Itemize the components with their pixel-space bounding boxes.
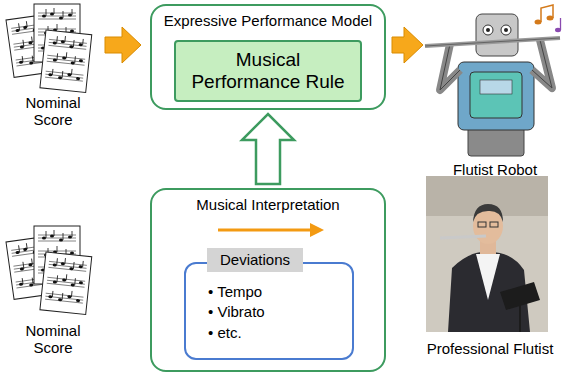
flow-arrow [105,27,141,63]
caption-label: Flutist Robot [428,161,562,178]
interpretation-arrow [218,223,324,237]
rule-box: Musical Performance Rule [174,40,362,102]
hollow-arrow [242,114,294,184]
caption-label: Professional Flutist [412,340,568,357]
deviations-tag: Deviations [207,248,303,272]
robot-illustration [425,5,561,156]
list-item: • Vibrato [208,302,342,322]
list-item: • Tempo [208,282,342,302]
flutist-photo [426,176,548,332]
flow-arrow [392,27,423,63]
list-item: • etc. [208,323,342,343]
box-title: Expressive Performance Model [152,12,384,30]
caption-label: Nominal Score [8,322,98,357]
model-box: Expressive Performance ModelMusical Perf… [150,4,386,110]
interpretation-box: Musical InterpretationDeviations• Tempo•… [150,188,386,372]
box-title: Musical Interpretation [152,196,384,214]
score-icon [6,4,92,92]
box-label: Musical Performance Rule [182,49,354,93]
box-label: Deviations [220,251,290,268]
caption-label: Nominal Score [8,94,98,129]
score-icon [6,226,92,314]
deviation-list: • Tempo• Vibrato• etc. [184,262,354,360]
